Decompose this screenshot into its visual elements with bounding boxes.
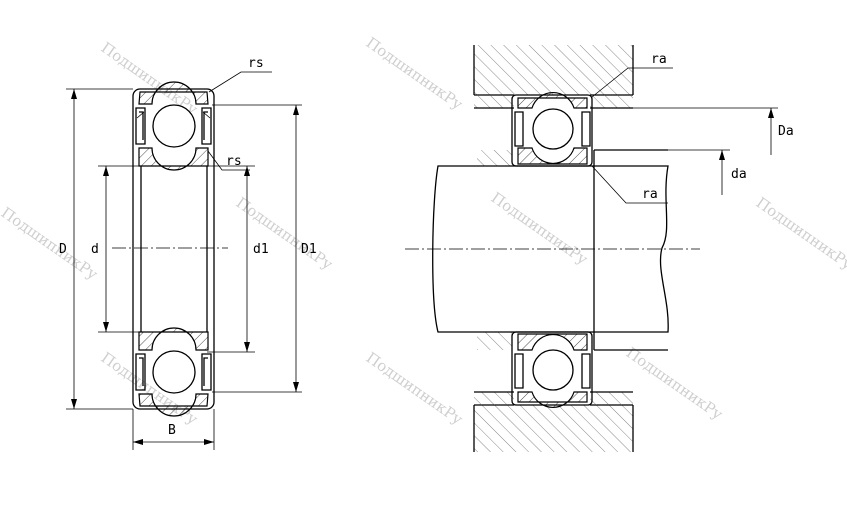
bearing-section-view: D d d1 D1 B rs rs [59,56,317,450]
ball-top [152,104,196,148]
label-D: D [59,242,67,257]
label-rs-top: rs [248,56,264,71]
mounted-ball-top [532,108,574,150]
mounted-ball-bottom [532,349,574,391]
label-d1: d1 [253,242,269,257]
ball-bottom [152,350,196,394]
label-B: B [168,423,176,438]
watermarks: ПодшипникРу ПодшипникРу ПодшипникРу Подш… [0,34,847,429]
watermark-9: ПодшипникРу [623,344,727,424]
seal-top-left [135,107,146,145]
housing-top [474,45,633,95]
leader-rs-top [208,71,272,93]
label-d: d [91,242,99,257]
seal-top-right [201,107,212,145]
watermark-2: ПодшипникРу [363,34,467,114]
housing-bottom [474,405,633,452]
label-rs-mid: rs [226,154,242,169]
watermark-1: ПодшипникРу [98,39,202,119]
leader-ra-top [591,67,673,98]
watermark-3: ПодшипникРу [0,204,101,284]
seal-bottom-right [201,353,212,391]
label-ra-top: ra [651,52,667,67]
inner-ring-top [138,147,209,171]
label-ra-mid: ra [642,187,658,202]
watermark-5: ПодшипникРу [488,189,592,269]
watermark-6: ПодшипникРу [753,194,847,274]
label-D1: D1 [301,242,317,257]
shaft [432,165,669,333]
outer-ring-bottom [138,393,209,417]
seal-bottom-left [135,353,146,391]
watermark-4: ПодшипникРу [233,194,337,274]
mounting-view: Da da ra ra [405,45,794,452]
outer-ring-top [138,81,209,105]
leader-ra-mid [591,165,668,204]
label-Da: Da [778,124,794,139]
label-da: da [731,167,747,182]
inner-ring-bottom [138,327,209,351]
leader-rs-mid [207,150,250,171]
watermark-8: ПодшипникРу [363,349,467,429]
